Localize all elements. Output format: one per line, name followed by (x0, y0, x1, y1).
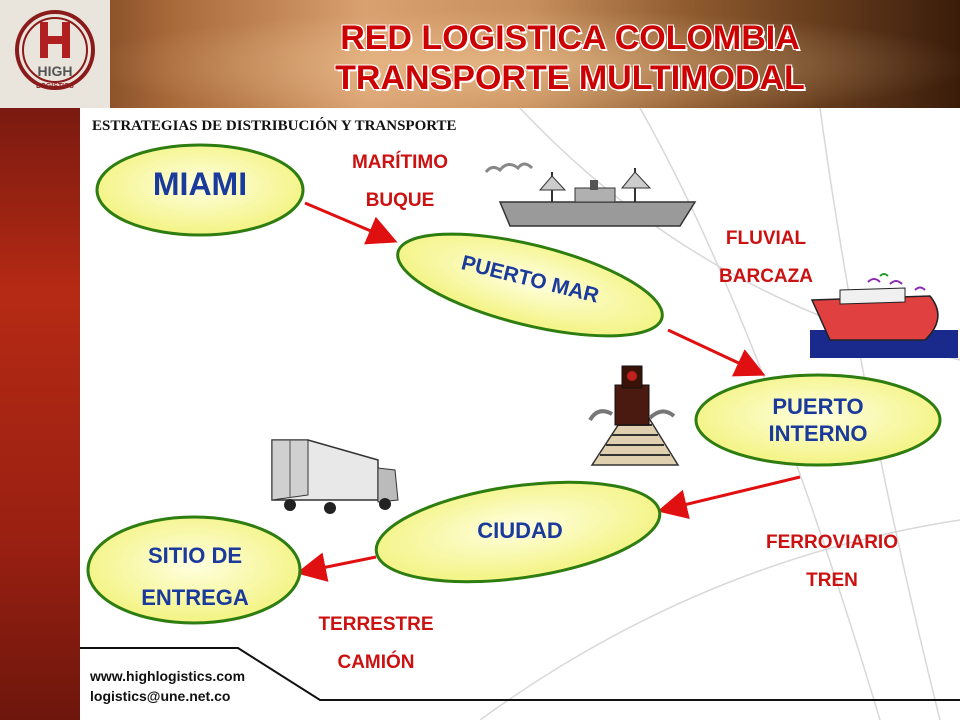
node-sitio-line2: ENTREGA (141, 585, 249, 610)
mode-terrestre-label: TERRESTRE (318, 614, 434, 635)
high-logistics-logo-icon: HIGH LOGISTICS (15, 10, 95, 90)
node-ciudad-label: CIUDAD (477, 518, 563, 543)
title-line-2: TRANSPORTE MULTIMODAL (335, 59, 805, 97)
node-puerto-interno-label: PUERTO INTERNO (720, 393, 916, 447)
node-ciudad-shape (374, 480, 662, 584)
node-puerto-mar-shape (396, 232, 664, 338)
node-sitio-shape (86, 515, 302, 625)
node-puerto-interno-line2: INTERNO (768, 421, 868, 446)
title-line-1: RED LOGISTICA COLOMBIA (340, 19, 800, 57)
mode-ferroviario-label: FERROVIARIO (766, 532, 898, 553)
svg-text:HIGH: HIGH (38, 63, 73, 79)
node-puerto-interno-line1: PUERTO (772, 394, 864, 419)
mode-maritimo-label: MARÍTIMO (351, 152, 449, 173)
footer-website-link[interactable]: www.highlogistics.com (90, 668, 246, 684)
header-banner (0, 0, 960, 108)
arrow-ciudad-to-sitio (296, 552, 377, 582)
ship-icon (484, 162, 697, 227)
barge-icon (810, 273, 958, 358)
footer-divider (80, 647, 960, 701)
mode-tren-label: TREN (806, 570, 858, 591)
node-miami-label: MIAMI (152, 166, 248, 202)
node-sitio-line1: SITIO DE (147, 543, 243, 568)
footer-email-link[interactable]: logistics@une.net.co (90, 688, 231, 704)
logo: HIGH LOGISTICS (0, 0, 110, 108)
section-subtitle: ESTRATEGIAS DE DISTRIBUCIÓN Y TRANSPORTE (92, 118, 457, 134)
truck-icon (271, 439, 399, 514)
svg-text:LOGISTICS: LOGISTICS (36, 83, 74, 90)
arrow-interno-to-ciudad (657, 475, 801, 519)
node-miami-shape (95, 143, 305, 237)
mode-fluvial-label: FLUVIAL (725, 228, 807, 249)
left-decorative-bar (0, 108, 80, 720)
node-puerto-interno-shape (694, 373, 942, 467)
mode-buque-label: BUQUE (365, 190, 435, 211)
train-icon (588, 365, 680, 466)
node-sitio-label: SITIO DE ENTREGA (110, 535, 280, 619)
mode-barcaza-label: BARCAZA (719, 266, 813, 287)
arrow-puerto-mar-to-interno (667, 328, 766, 377)
arrow-miami-to-puerto-mar (304, 201, 398, 245)
mode-camion-label: CAMIÓN (337, 652, 415, 673)
